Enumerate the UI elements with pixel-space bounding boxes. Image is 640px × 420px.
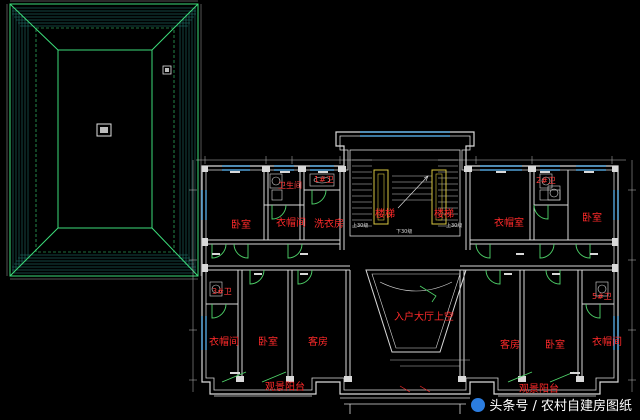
- stair-note-up-left: 上30级: [352, 223, 369, 229]
- room-label-bath-top-right: 2#卫: [536, 176, 556, 185]
- room-label-guest-bottom-right: 客房: [500, 340, 520, 351]
- roof-plan: [6, 0, 202, 280]
- room-label-balcony-left: 观景阳台: [265, 382, 305, 393]
- room-label-stairs-right: 楼梯: [434, 209, 454, 220]
- roof-hip-lines: [9, 3, 199, 277]
- toutiao-logo-icon: [471, 398, 486, 412]
- stair-note-down: 下30级: [396, 229, 413, 235]
- room-label-bath-top-left-b: 1#卫: [314, 175, 334, 184]
- room-label-bath-mid-right: 5#卫: [592, 292, 612, 301]
- room-label-bath-mid-left: 3#卫: [212, 287, 232, 296]
- room-label-bedroom-right-upper: 卧室: [582, 213, 602, 224]
- room-label-closet-bottom-left: 衣帽间: [209, 337, 239, 348]
- vent-icon: [162, 65, 172, 75]
- roof-gutter: [35, 27, 175, 253]
- room-label-closet-right-upper: 衣帽室: [494, 218, 524, 229]
- room-label-wash-left: 洗衣房: [314, 219, 344, 230]
- floor-plan: [189, 131, 636, 414]
- room-label-bedroom-bottom-right: 卧室: [545, 340, 565, 351]
- room-label-bath-top-left-a: 卫生间: [278, 181, 302, 190]
- room-label-bedroom-left: 卧室: [231, 220, 251, 231]
- watermark-text: 头条号 / 农村自建房图纸: [489, 399, 632, 414]
- stair-note-up-right: 上30级: [446, 223, 463, 229]
- outer-wall: [201, 131, 619, 395]
- room-label-entry-hall-void: 入户大厅上空: [394, 312, 454, 323]
- stairwell: [349, 149, 461, 237]
- room-label-closet-bottom-right: 衣帽间: [592, 337, 622, 348]
- chimney-icon: [96, 123, 112, 137]
- watermark: 头条号 / 农村自建房图纸: [471, 395, 632, 414]
- roof-outer-edge: [9, 3, 199, 277]
- entry-hall-void: [365, 269, 470, 367]
- room-label-stairs-left: 楼梯: [375, 209, 395, 220]
- room-label-guest-bottom-left: 客房: [308, 337, 328, 348]
- roof-tile-hatch: [12, 7, 196, 274]
- room-label-bedroom-bottom-left: 卧室: [258, 337, 278, 348]
- room-label-balcony-right: 观景阳台: [519, 384, 559, 395]
- room-label-closet-left: 衣帽间: [276, 218, 306, 229]
- roof-inner-boundary: [57, 49, 153, 229]
